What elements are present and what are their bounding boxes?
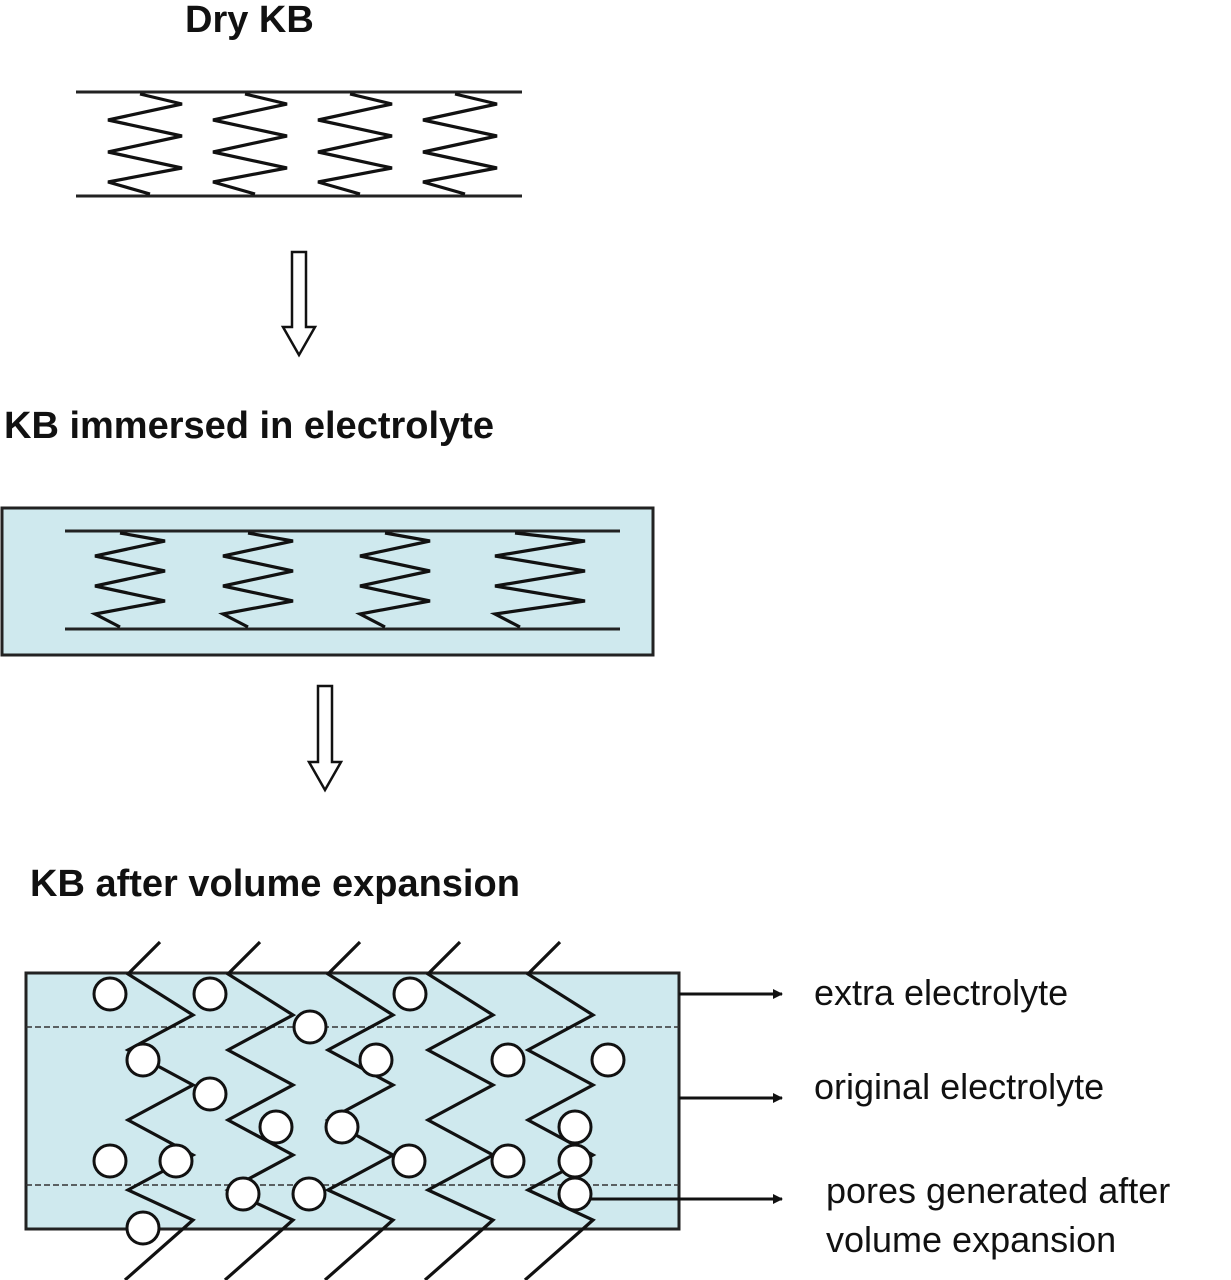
expanded-carbon-chain <box>223 940 297 1280</box>
pore-circle <box>125 1210 161 1246</box>
dry-kb-structure <box>76 90 522 198</box>
pore-circle <box>557 1176 593 1212</box>
immersed-kb-structure <box>0 506 655 657</box>
label-original-electrolyte: original electrolyte <box>814 1066 1104 1107</box>
dry-carbon-chain <box>317 92 393 196</box>
immersed-carbon-chain <box>355 531 431 629</box>
pore-circle <box>225 1176 261 1212</box>
pore-circle <box>557 1109 593 1145</box>
pore-circle <box>291 1176 327 1212</box>
label-extra-electrolyte: extra electrolyte <box>814 972 1068 1013</box>
label-pores-line1: pores generated after <box>826 1170 1170 1211</box>
pore-circle <box>490 1042 526 1078</box>
pore-circle <box>92 976 128 1012</box>
pore-circle <box>192 976 228 1012</box>
heading-kb-immersed: KB immersed in electrolyte <box>4 405 494 447</box>
pore-circle <box>324 1109 360 1145</box>
pore-circle <box>125 1042 161 1078</box>
pore-circle <box>590 1042 626 1078</box>
heading-kb-expanded: KB after volume expansion <box>30 863 520 905</box>
pore-circle <box>391 1143 427 1179</box>
expanded-carbon-chain <box>423 940 497 1280</box>
pore-circle <box>490 1143 526 1179</box>
immersed-carbon-chain <box>489 531 586 629</box>
heading-dry-kb: Dry KB <box>185 0 314 41</box>
dry-carbon-chain <box>212 92 288 196</box>
dry-carbon-chain <box>107 92 183 196</box>
pore-circle <box>392 976 428 1012</box>
down-arrow-2 <box>306 684 344 793</box>
pore-circle <box>292 1009 328 1045</box>
expanded-carbon-chain <box>123 940 197 1280</box>
pore-circle <box>557 1143 593 1179</box>
pore-circle <box>158 1143 194 1179</box>
down-arrow-1 <box>280 250 318 358</box>
expanded-carbon-chain <box>523 940 597 1280</box>
pore-circle <box>358 1042 394 1078</box>
immersed-carbon-chain <box>218 531 294 629</box>
pore-circle <box>192 1076 228 1112</box>
dry-carbon-chain <box>422 92 498 196</box>
pore-circle <box>92 1143 128 1179</box>
label-pores-line2: volume expansion <box>826 1219 1116 1260</box>
expanded-carbon-chain <box>323 940 397 1280</box>
immersed-carbon-chain <box>90 531 166 629</box>
expanded-kb-structure <box>24 940 681 1280</box>
pore-circle <box>258 1109 294 1145</box>
